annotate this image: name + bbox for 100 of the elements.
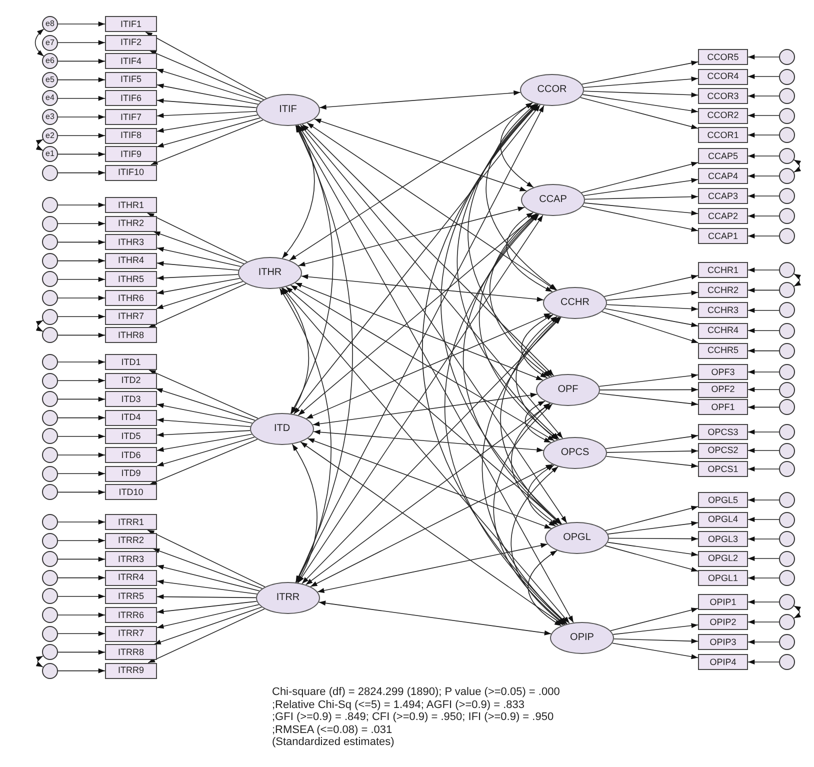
arrow <box>584 194 698 200</box>
arrow <box>147 530 266 588</box>
observed-variable-box: ITIF4 <box>105 53 157 70</box>
double-headed-arrow <box>516 316 558 440</box>
arrow <box>582 94 698 114</box>
double-headed-arrow <box>319 90 521 110</box>
arrow <box>748 348 780 354</box>
observed-variable-box: CCOR4 <box>698 68 748 84</box>
arrow <box>148 608 265 664</box>
double-headed-arrow <box>479 214 558 440</box>
arrow <box>150 120 264 166</box>
observed-variable-box: ITRR7 <box>105 626 157 642</box>
observed-variable-box: OPIP3 <box>698 634 748 650</box>
double-headed-arrow <box>486 103 558 290</box>
observed-variable-box: CCHR3 <box>698 302 748 318</box>
latent-variable-ellipse: OPCS <box>543 437 607 469</box>
double-headed-arrow <box>313 430 544 452</box>
arrow <box>598 373 698 387</box>
double-headed-arrow <box>302 317 562 584</box>
error-term-circle <box>42 570 58 586</box>
arrow <box>58 538 106 544</box>
observed-variable-box: CCAP4 <box>698 168 748 184</box>
arrow <box>748 328 780 334</box>
observed-variable-box: ITD3 <box>105 391 157 408</box>
arrow <box>606 456 698 468</box>
double-headed-arrow <box>794 159 801 173</box>
arrow <box>58 575 106 580</box>
latent-variable-ellipse: OPIP <box>550 622 614 654</box>
error-term-circle <box>779 127 795 143</box>
arrow <box>612 642 698 660</box>
error-term-circle <box>779 148 795 164</box>
arrow <box>748 154 780 158</box>
observed-variable-box: ITIF9 <box>105 146 157 162</box>
arrow <box>156 600 258 614</box>
error-term-circle <box>42 197 58 213</box>
double-headed-arrow <box>310 464 553 588</box>
observed-variable-box: OPF1 <box>698 399 748 416</box>
arrow <box>153 231 244 264</box>
arrow <box>612 623 698 635</box>
double-headed-arrow <box>301 274 544 302</box>
error-term-circle <box>42 447 58 463</box>
error-term-circle <box>779 322 795 339</box>
error-term-circle <box>42 327 58 344</box>
observed-variable-box: OPCS3 <box>698 424 748 440</box>
arrow <box>149 50 264 100</box>
arrow <box>748 404 780 410</box>
arrow <box>145 32 267 99</box>
double-headed-arrow <box>296 105 544 583</box>
arrow <box>58 415 106 420</box>
arrow <box>604 545 698 572</box>
double-headed-arrow <box>500 102 534 188</box>
arrow <box>606 290 698 301</box>
arrow <box>156 434 252 452</box>
error-term-circle <box>779 461 795 477</box>
observed-variable-box: OPIP2 <box>698 614 748 630</box>
double-headed-arrow <box>307 438 552 529</box>
double-headed-arrow <box>298 214 544 584</box>
observed-variable-box: ITRR3 <box>105 551 157 568</box>
arrow <box>156 281 244 309</box>
arrow <box>148 370 258 419</box>
observed-variable-box: OPGL1 <box>698 570 748 586</box>
arrow <box>58 378 106 384</box>
error-term-circle <box>42 234 58 250</box>
error-term-circle <box>42 607 58 623</box>
arrow <box>748 288 780 293</box>
observed-variable-box: OPGL5 <box>698 492 748 508</box>
arrow <box>156 246 242 267</box>
arrow <box>58 452 106 458</box>
arrow <box>58 296 106 300</box>
arrow <box>748 54 780 60</box>
observed-variable-box: CCHR1 <box>698 262 748 278</box>
arrow <box>58 170 106 176</box>
observed-variable-box: CCOR3 <box>698 88 748 104</box>
observed-variable-box: ITRR1 <box>105 514 157 530</box>
observed-variable-box: CCOR5 <box>698 49 748 65</box>
double-headed-arrow <box>510 466 565 625</box>
error-term-circle <box>779 531 795 547</box>
observed-variable-box: ITRR8 <box>105 644 157 660</box>
arrow <box>156 261 239 271</box>
error-term-circle: e2 <box>42 128 58 144</box>
arrow <box>58 520 106 524</box>
double-headed-arrow <box>318 600 552 636</box>
arrow <box>606 304 698 312</box>
double-headed-arrow <box>490 213 550 378</box>
arrow <box>156 436 255 466</box>
arrow <box>156 84 259 105</box>
error-term-circle <box>42 662 58 679</box>
error-term-circle: e3 <box>42 109 58 125</box>
arrow <box>607 542 698 557</box>
error-term-circle <box>42 271 58 288</box>
arrow <box>748 268 780 272</box>
arrow <box>156 604 260 629</box>
error-term-circle: e8 <box>42 16 58 32</box>
arrow <box>748 640 780 644</box>
error-term-circle <box>779 364 795 380</box>
double-headed-arrow <box>290 284 555 442</box>
error-term-circle <box>779 282 795 298</box>
observed-variable-box: OPIP1 <box>698 594 748 610</box>
observed-variable-box: ITD5 <box>105 428 157 444</box>
observed-variable-box: ITIF10 <box>105 164 157 181</box>
